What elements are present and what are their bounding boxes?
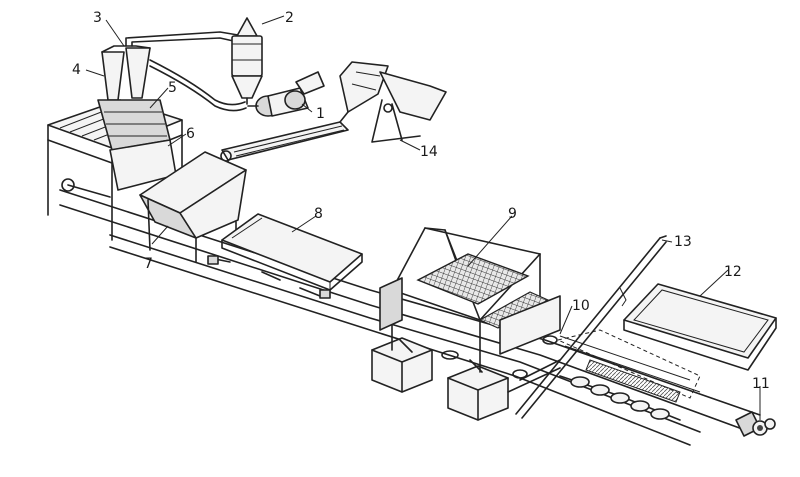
drive-unit	[735, 411, 776, 437]
mixer-station	[47, 45, 183, 241]
callout-4: 4	[72, 62, 81, 78]
callout-leaders	[85, 15, 761, 420]
callout-13: 13	[674, 234, 692, 250]
callout-7: 7	[144, 256, 153, 272]
callout-8: 8	[314, 206, 323, 222]
dosing-hopper	[139, 151, 247, 263]
callout-12: 12	[724, 264, 742, 280]
form-pallet	[207, 213, 363, 299]
transfer-section	[507, 329, 701, 421]
fan-motor-unit	[247, 71, 325, 117]
callout-3: 3	[93, 10, 102, 26]
main-conveyor-track	[59, 189, 761, 446]
callout-14: 14	[420, 144, 438, 160]
callout-5: 5	[168, 80, 177, 96]
callout-2: 2	[285, 10, 294, 26]
overhead-rail	[515, 235, 667, 419]
callout-9: 9	[508, 206, 517, 222]
callout-6: 6	[186, 126, 195, 142]
loading-hopper-unit	[339, 61, 447, 143]
cyclone-separator	[231, 17, 263, 105]
air-duct	[125, 31, 247, 112]
forming-machine	[371, 227, 561, 421]
callout-11: 11	[752, 376, 770, 392]
callout-1: 1	[316, 106, 325, 122]
roller-group	[570, 376, 670, 420]
callout-10: 10	[572, 298, 590, 314]
finished-pallet	[623, 283, 777, 371]
